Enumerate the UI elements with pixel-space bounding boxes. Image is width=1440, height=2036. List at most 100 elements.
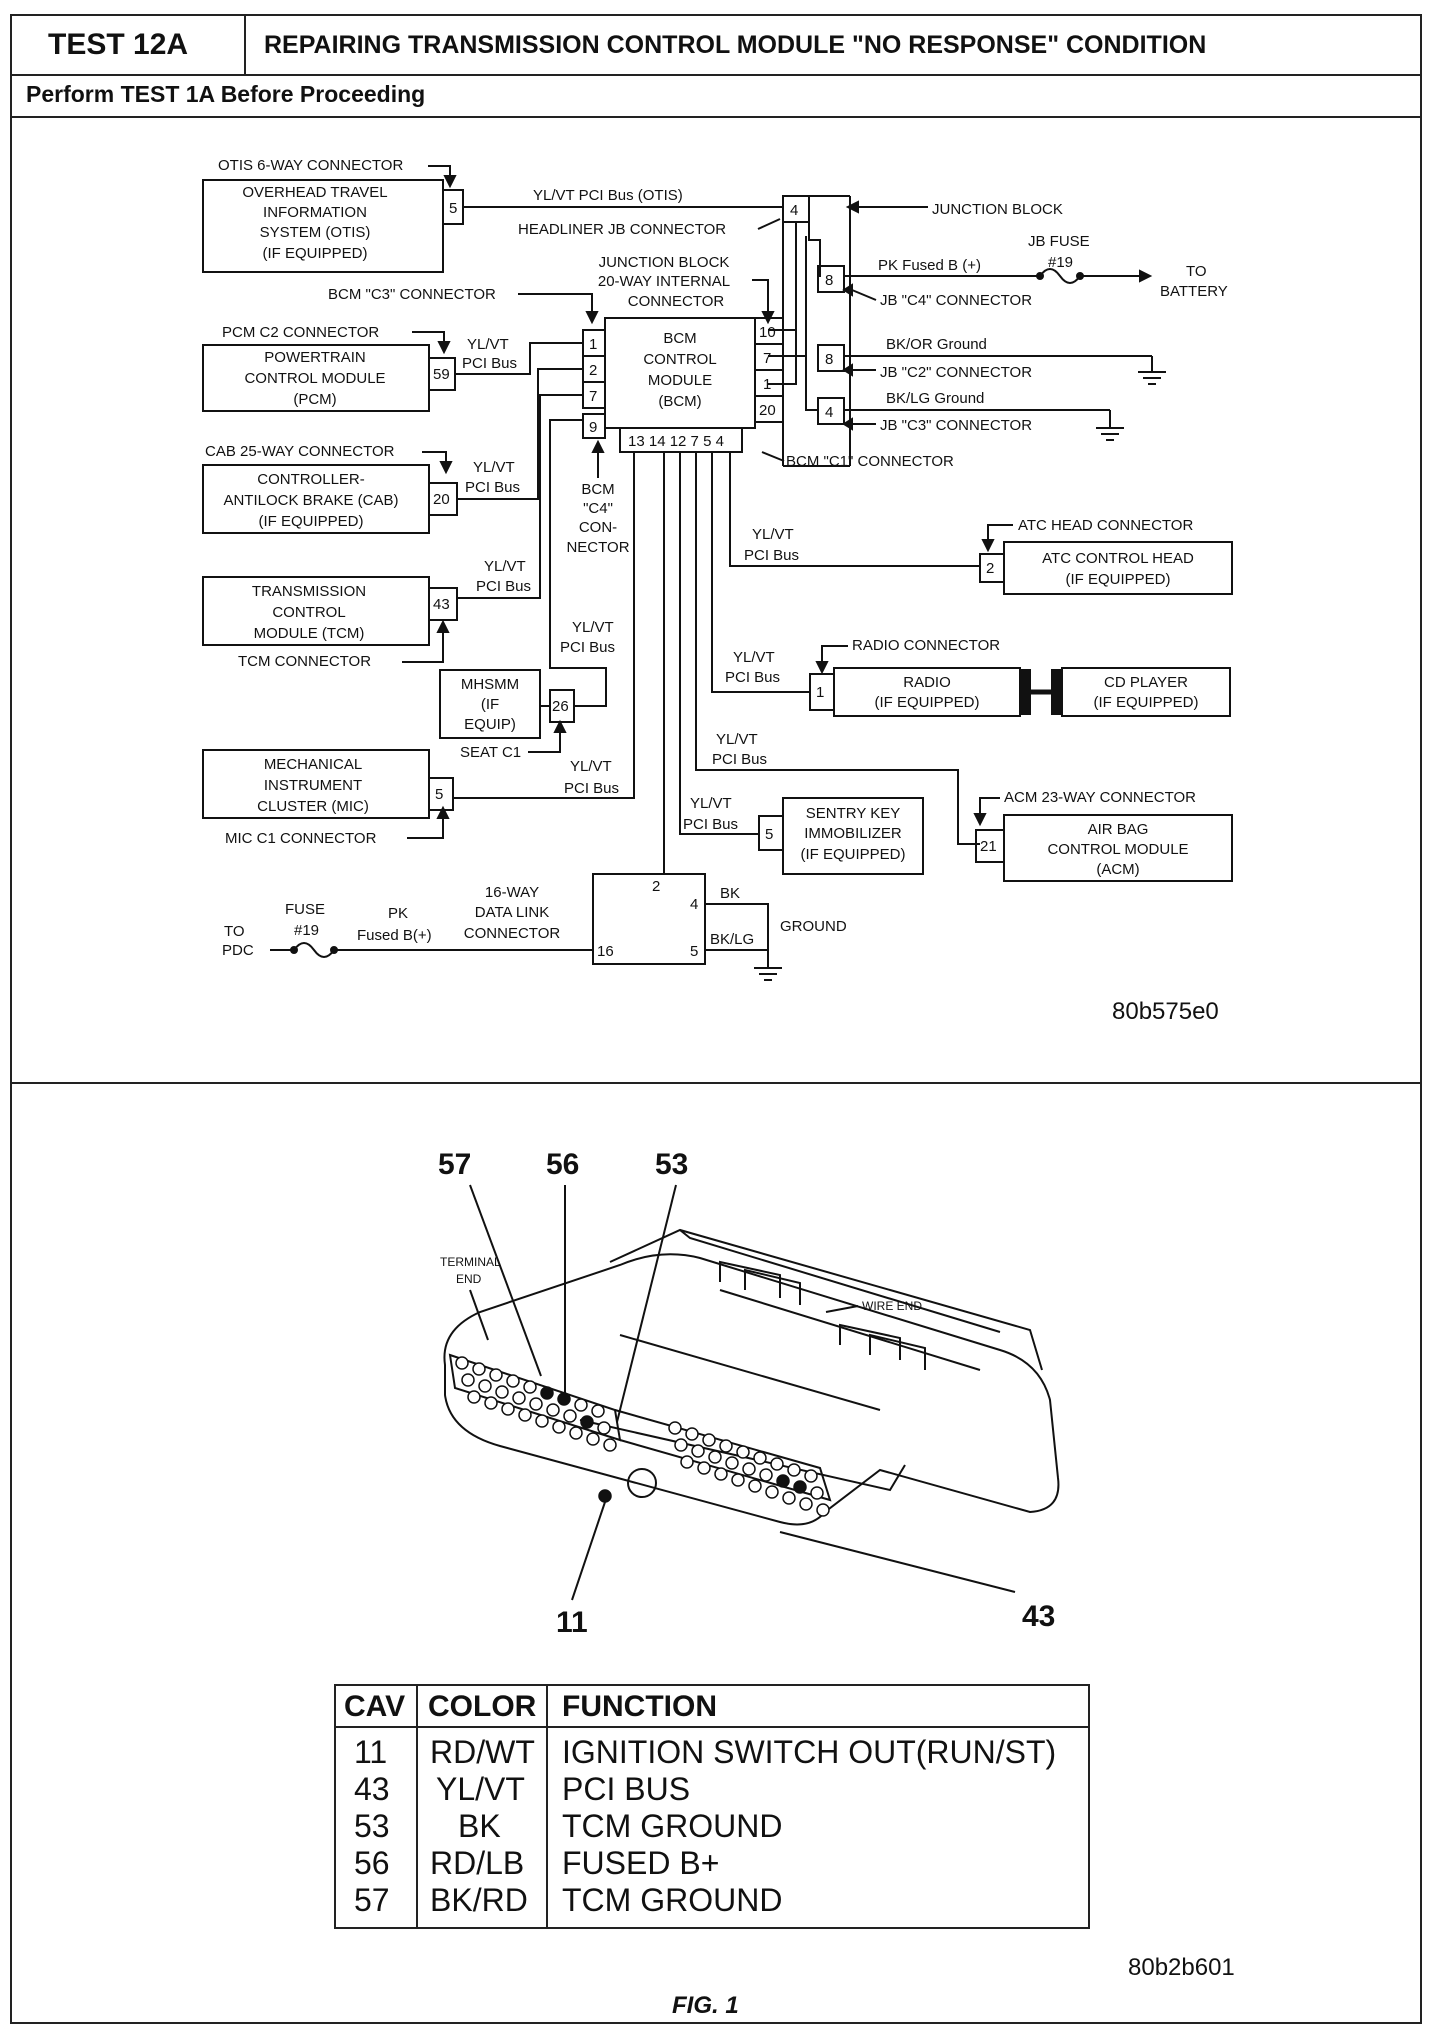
jb-fuse-label: JB FUSE (1028, 233, 1090, 250)
bkor-ground-label: BK/OR Ground (886, 336, 987, 353)
mic-connector-label: MIC C1 CONNECTOR (225, 830, 377, 847)
cav-table-divider-2 (546, 1686, 548, 1927)
acm-line-2: CONTROL MODULE (1047, 841, 1188, 858)
mic-line-1: MECHANICAL (264, 756, 362, 773)
bcm-right-pin-20: 20 (759, 402, 776, 419)
cab-line-1: CONTROLLER- (257, 471, 365, 488)
cav-table-header-row (336, 1686, 1088, 1728)
radio-pin: 1 (816, 684, 824, 701)
tcm-connector-label: TCM CONNECTOR (238, 653, 371, 670)
atc-connector-label: ATC HEAD CONNECTOR (1018, 517, 1193, 534)
otis-module-line-3: SYSTEM (OTIS) (260, 224, 371, 241)
test-title: REPAIRING TRANSMISSION CONTROL MODULE "N… (264, 31, 1207, 59)
jb-internal-2: 20-WAY INTERNAL (598, 273, 730, 290)
color-cell: BK/RD (430, 1882, 528, 1918)
jb-c3-label: JB "C3" CONNECTOR (880, 417, 1032, 434)
ground-label: GROUND (780, 918, 847, 935)
pcm-connector-label: PCM C2 CONNECTOR (222, 324, 379, 341)
sentry-line-2: IMMOBILIZER (804, 825, 902, 842)
bcm-line-4: (BCM) (658, 393, 701, 410)
mhsmm-pci-bus: PCI Bus (560, 639, 615, 656)
bcm-right-pin-10: 10 (759, 324, 776, 341)
atc-ylvt: YL/VT (752, 526, 794, 543)
bcm-right-pin-7: 7 (763, 350, 771, 367)
otis-wire-label: YL/VT PCI Bus (OTIS) (533, 187, 683, 204)
mic-line-2: INSTRUMENT (264, 777, 362, 794)
radio-connector-label: RADIO CONNECTOR (852, 637, 1000, 654)
headliner-jb-label: HEADLINER JB CONNECTOR (518, 221, 726, 238)
jb-pin-8a: 8 (825, 272, 833, 289)
color-cell: RD/LB (430, 1845, 525, 1881)
test-prerequisite: Perform TEST 1A Before Proceeding (10, 74, 1422, 118)
to-pdc-1: TO (224, 923, 245, 940)
mic-line-3: CLUSTER (MIC) (257, 798, 369, 815)
function-cell: FUSED B+ (562, 1845, 720, 1881)
mic-pin: 5 (435, 786, 443, 803)
dlc-bklg: BK/LG (710, 931, 754, 948)
jb-internal-3: CONNECTOR (628, 293, 725, 310)
jb-pin-4b: 4 (825, 404, 833, 421)
cd-line-1: CD PLAYER (1104, 674, 1188, 691)
bcm-c4-3: CON- (579, 519, 617, 536)
seat-c1-label: SEAT C1 (460, 744, 521, 761)
dlc-label-3: CONNECTOR (464, 925, 561, 942)
jb-pin-8b: 8 (825, 351, 833, 368)
mic-ylvt: YL/VT (570, 758, 612, 775)
function-cell: TCM GROUND (562, 1882, 783, 1918)
radio-line-2: (IF EQUIPPED) (874, 694, 979, 711)
bcm-c4-2: "C4" (583, 500, 613, 517)
jb-internal-1: JUNCTION BLOCK (599, 254, 730, 271)
sentry-line-3: (IF EQUIPPED) (800, 846, 905, 863)
fuse19-2: #19 (294, 922, 319, 939)
mhsmm-ylvt: YL/VT (572, 619, 614, 636)
cav-table-divider-1 (416, 1686, 418, 1927)
dlc-label-2: DATA LINK (475, 904, 549, 921)
cab-line-2: ANTILOCK BRAKE (CAB) (223, 492, 398, 509)
pk-label: PK (388, 905, 408, 922)
mhsmm-line-1: MHSMM (461, 676, 519, 693)
pcm-line-3: (PCM) (293, 391, 336, 408)
dlc-bk: BK (720, 885, 740, 902)
dlc-pin-4: 4 (690, 896, 698, 913)
tcm-line-3: MODULE (TCM) (254, 625, 365, 642)
radio-pci-bus: PCI Bus (725, 669, 780, 686)
pcm-line-1: POWERTRAIN (264, 349, 365, 366)
radio-line-1: RADIO (903, 674, 951, 691)
bcm-pin-9: 9 (589, 419, 597, 436)
acm-pci-bus: PCI Bus (712, 751, 767, 768)
cav-cell: 53 (354, 1808, 390, 1844)
function-cell: IGNITION SWITCH OUT(RUN/ST) (562, 1734, 1057, 1770)
bcm-left-pin-3: 7 (589, 388, 597, 405)
cab-pci-bus: PCI Bus (465, 479, 520, 496)
bcm-left-pin-1: 1 (589, 336, 597, 353)
function-cell: TCM GROUND (562, 1808, 783, 1844)
mhsmm-line-2: (IF (481, 696, 499, 713)
bcm-line-3: MODULE (648, 372, 712, 389)
atc-pin: 2 (986, 560, 994, 577)
figure-caption: FIG. 1 (672, 1992, 739, 2019)
cav-table: CAV COLOR FUNCTION 11 RD/WT IGNITION SWI… (334, 1684, 1090, 1929)
cav-cell: 56 (354, 1845, 390, 1881)
fuse19-1: FUSE (285, 901, 325, 918)
acm-line-1: AIR BAG (1088, 821, 1149, 838)
sentry-line-1: SENTRY KEY (806, 805, 900, 822)
bklg-ground-label: BK/LG Ground (886, 390, 984, 407)
cav-cell: 57 (354, 1882, 390, 1918)
jb-c2-label: JB "C2" CONNECTOR (880, 364, 1032, 381)
acm-pin: 21 (980, 838, 997, 855)
pk-fused-label: PK Fused B (+) (878, 257, 981, 274)
dlc-pin-16: 16 (597, 943, 614, 960)
pk-fused-b-label: Fused B(+) (357, 927, 432, 944)
sentry-pin: 5 (765, 826, 773, 843)
header-bar (10, 14, 1422, 76)
to-pdc-2: PDC (222, 942, 254, 959)
radio-ylvt: YL/VT (733, 649, 775, 666)
jb-c4-label: JB "C4" CONNECTOR (880, 292, 1032, 309)
dlc-pin-5: 5 (690, 943, 698, 960)
pcm-pci-bus: PCI Bus (462, 355, 517, 372)
atc-line-2: (IF EQUIPPED) (1065, 571, 1170, 588)
tcm-ylvt: YL/VT (484, 558, 526, 575)
mhsmm-line-3: EQUIP) (464, 716, 516, 733)
cav-cell: 43 (354, 1771, 390, 1807)
wiring-diagram: OTIS 6-WAY CONNECTOR OVERHEAD TRAVEL INF… (202, 157, 1233, 981)
